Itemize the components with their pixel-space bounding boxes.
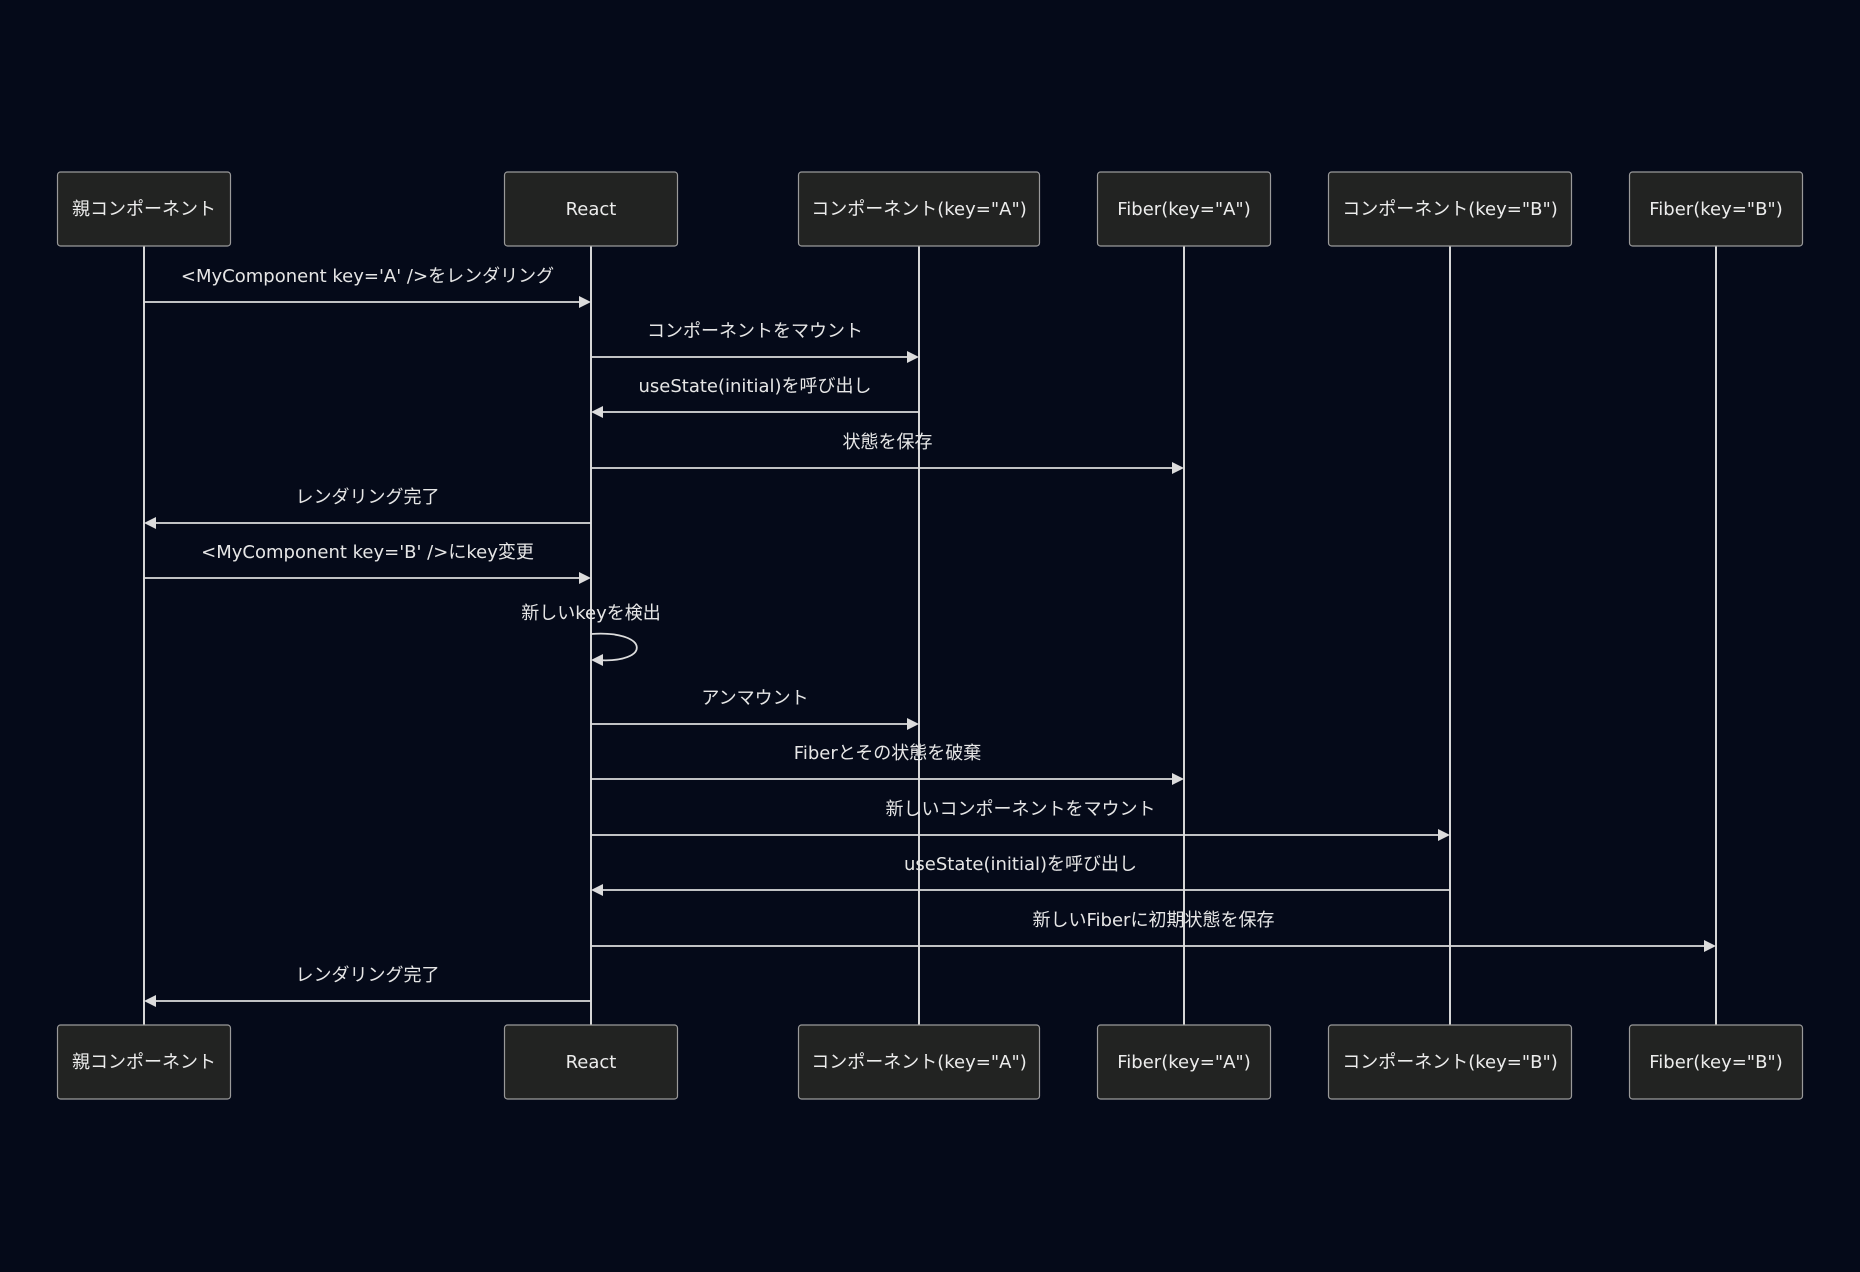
participant-label: Fiber(key="B") — [1649, 199, 1783, 220]
message-5: レンダリング完了 — [144, 487, 591, 529]
message-label: Fiberとその状態を破棄 — [794, 743, 981, 764]
arrowhead — [144, 995, 156, 1007]
participant-top-fiberA[interactable]: Fiber(key="A") — [1096, 171, 1272, 247]
arrowhead — [907, 351, 919, 363]
message-4: 状態を保存 — [591, 432, 1184, 474]
message-label: 状態を保存 — [843, 432, 933, 453]
participant-box — [1628, 1024, 1804, 1100]
participant-label: コンポーネント(key="A") — [811, 199, 1027, 220]
participant-box — [1327, 171, 1573, 247]
message-label: useState(initial)を呼び出し — [904, 854, 1137, 875]
arrowhead — [907, 718, 919, 730]
arrowhead — [579, 296, 591, 308]
participant-bottom-react[interactable]: React — [503, 1024, 679, 1100]
participant-bottom-parent[interactable]: 親コンポーネント — [56, 1024, 232, 1100]
message-12: 新しいFiberに初期状態を保存 — [591, 910, 1716, 952]
self-message-loop — [590, 632, 638, 662]
participant-label: Fiber(key="A") — [1117, 1052, 1250, 1073]
participant-top-compA[interactable]: コンポーネント(key="A") — [797, 171, 1041, 247]
participant-box — [797, 1024, 1041, 1100]
participant-box — [56, 1024, 232, 1100]
message-7: 新しいkeyを検出 — [521, 603, 661, 666]
participant-box — [56, 171, 232, 247]
arrowhead — [591, 654, 603, 666]
participant-box — [1096, 171, 1272, 247]
arrowhead — [579, 572, 591, 584]
participant-label: Fiber(key="A") — [1117, 199, 1250, 220]
participant-box — [1327, 1024, 1573, 1100]
message-label: 新しいコンポーネントをマウント — [886, 799, 1156, 820]
message-label: <MyComponent key='A' />をレンダリング — [181, 266, 554, 287]
message-label: 新しいkeyを検出 — [521, 603, 661, 624]
message-6: <MyComponent key='B' />にkey変更 — [144, 542, 591, 584]
message-10: 新しいコンポーネントをマウント — [591, 799, 1450, 841]
message-2: コンポーネントをマウント — [591, 321, 919, 363]
participant-label: React — [566, 199, 617, 220]
participant-bottom-compB[interactable]: コンポーネント(key="B") — [1327, 1024, 1573, 1100]
participant-label: コンポーネント(key="B") — [1342, 199, 1558, 220]
participant-bottom-fiberB[interactable]: Fiber(key="B") — [1628, 1024, 1804, 1100]
participant-bottom-compA[interactable]: コンポーネント(key="A") — [797, 1024, 1041, 1100]
participant-top-react[interactable]: React — [503, 171, 679, 247]
participant-top-parent[interactable]: 親コンポーネント — [56, 171, 232, 247]
arrowhead — [1438, 829, 1450, 841]
message-label: コンポーネントをマウント — [647, 321, 863, 342]
arrowhead — [591, 884, 603, 896]
message-label: useState(initial)を呼び出し — [638, 376, 871, 397]
message-8: アンマウント — [591, 688, 919, 730]
participant-box — [1628, 171, 1804, 247]
message-13: レンダリング完了 — [144, 965, 591, 1007]
message-label: レンダリング完了 — [296, 487, 440, 508]
participant-label: Fiber(key="B") — [1649, 1052, 1783, 1073]
message-label: レンダリング完了 — [296, 965, 440, 986]
participant-box — [797, 171, 1041, 247]
message-label: 新しいFiberに初期状態を保存 — [1033, 910, 1275, 931]
participant-label: コンポーネント(key="A") — [811, 1052, 1027, 1073]
arrowhead — [144, 517, 156, 529]
arrowhead — [1172, 462, 1184, 474]
participant-label: 親コンポーネント — [72, 1052, 216, 1073]
arrowhead — [1704, 940, 1716, 952]
arrowhead — [1172, 773, 1184, 785]
participant-label: React — [566, 1052, 617, 1073]
participant-label: コンポーネント(key="B") — [1342, 1052, 1558, 1073]
message-11: useState(initial)を呼び出し — [591, 854, 1450, 896]
message-label: <MyComponent key='B' />にkey変更 — [201, 542, 534, 563]
participant-top-compB[interactable]: コンポーネント(key="B") — [1327, 171, 1573, 247]
message-3: useState(initial)を呼び出し — [591, 376, 919, 418]
message-9: Fiberとその状態を破棄 — [591, 743, 1184, 785]
participant-box — [503, 1024, 679, 1100]
participant-label: 親コンポーネント — [72, 199, 216, 220]
participant-box — [1096, 1024, 1272, 1100]
participant-box — [503, 171, 679, 247]
message-1: <MyComponent key='A' />をレンダリング — [144, 266, 591, 308]
arrowhead — [591, 406, 603, 418]
participant-bottom-fiberA[interactable]: Fiber(key="A") — [1096, 1024, 1272, 1100]
participant-top-fiberB[interactable]: Fiber(key="B") — [1628, 171, 1804, 247]
message-label: アンマウント — [701, 688, 808, 709]
